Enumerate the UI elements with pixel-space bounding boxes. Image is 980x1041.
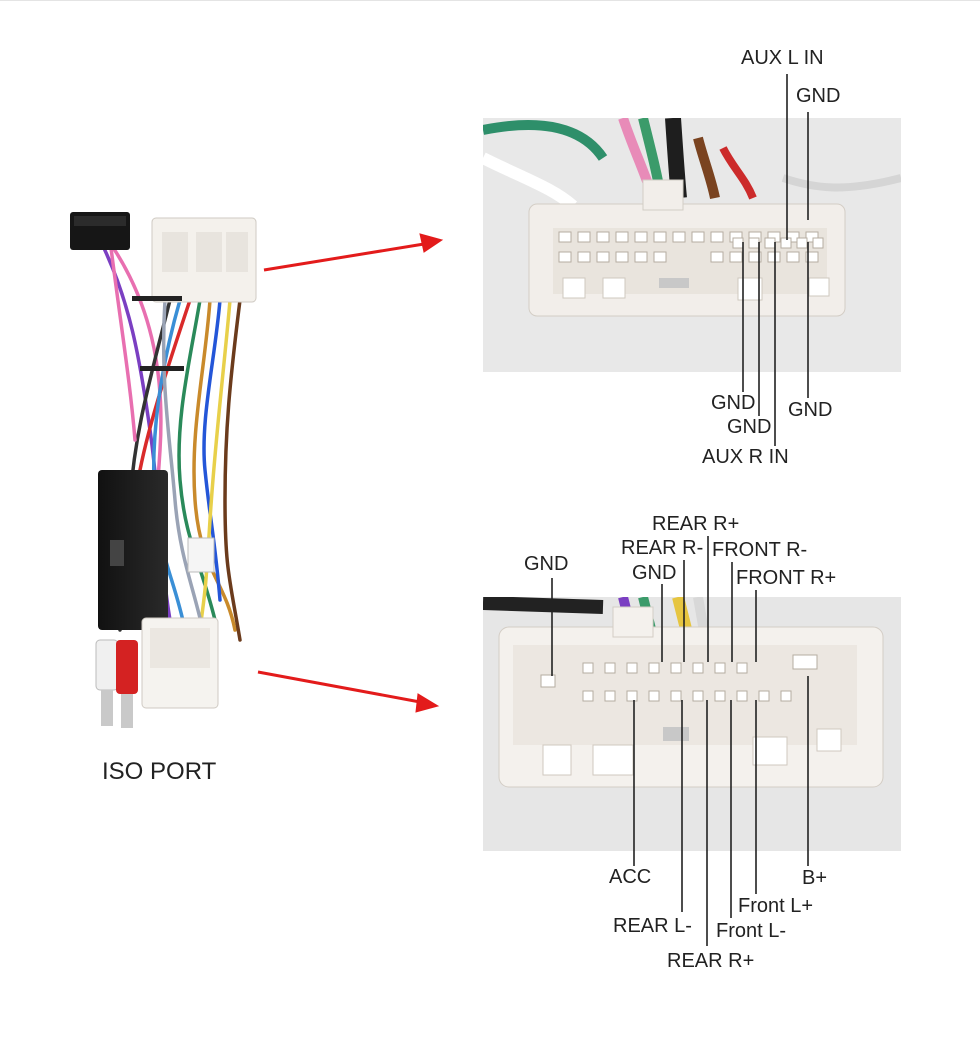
- pin-label-gnd: GND: [727, 416, 772, 438]
- pin-label-aux-l-in: AUX L IN: [741, 47, 824, 69]
- pin-label-gnd: GND: [632, 562, 677, 584]
- connector-bottom-drawing: [483, 597, 884, 788]
- pin-label-front-r-plus: FRONT R+: [736, 567, 837, 589]
- pin-label-front-l-minus: Front L-: [716, 920, 787, 942]
- connector-bottom-photo: [483, 597, 901, 851]
- top-divider: [0, 0, 980, 1]
- white-connector-top: [151, 217, 257, 303]
- pin-label-rear-r-plus: REAR R+: [667, 950, 755, 972]
- iso-port-title: ISO PORT: [102, 758, 217, 785]
- connector-top-photo: [483, 118, 901, 372]
- pin-label-front-r-minus: FRONT R-: [712, 539, 808, 561]
- pin-label-gnd: GND: [524, 553, 569, 575]
- pin-label-rear-r-minus: REAR R-: [621, 537, 704, 559]
- pin-label-front-l-plus: Front L+: [738, 895, 814, 917]
- pin-label-acc: ACC: [609, 866, 652, 888]
- zip-tie: [132, 296, 182, 301]
- control-box: [98, 470, 168, 630]
- wire-tag: [187, 537, 215, 573]
- rca-plugs: [95, 639, 138, 728]
- pin-label-aux-r-in: AUX R IN: [702, 446, 789, 468]
- connector-top-drawing: [483, 118, 901, 317]
- zip-tie: [140, 366, 184, 371]
- pin-label-gnd: GND: [711, 392, 756, 414]
- white-connector-bottom: [141, 617, 219, 709]
- pin-label-gnd: GND: [796, 85, 841, 107]
- pin-label-rear-l-minus: REAR L-: [613, 915, 692, 937]
- pin-label-rear-r-plus: REAR R+: [652, 513, 740, 535]
- pin-label-gnd: GND: [788, 399, 833, 421]
- arrows: [257, 233, 444, 713]
- pin-label-b-plus: B+: [802, 867, 828, 889]
- black-iso-plug: [70, 212, 130, 250]
